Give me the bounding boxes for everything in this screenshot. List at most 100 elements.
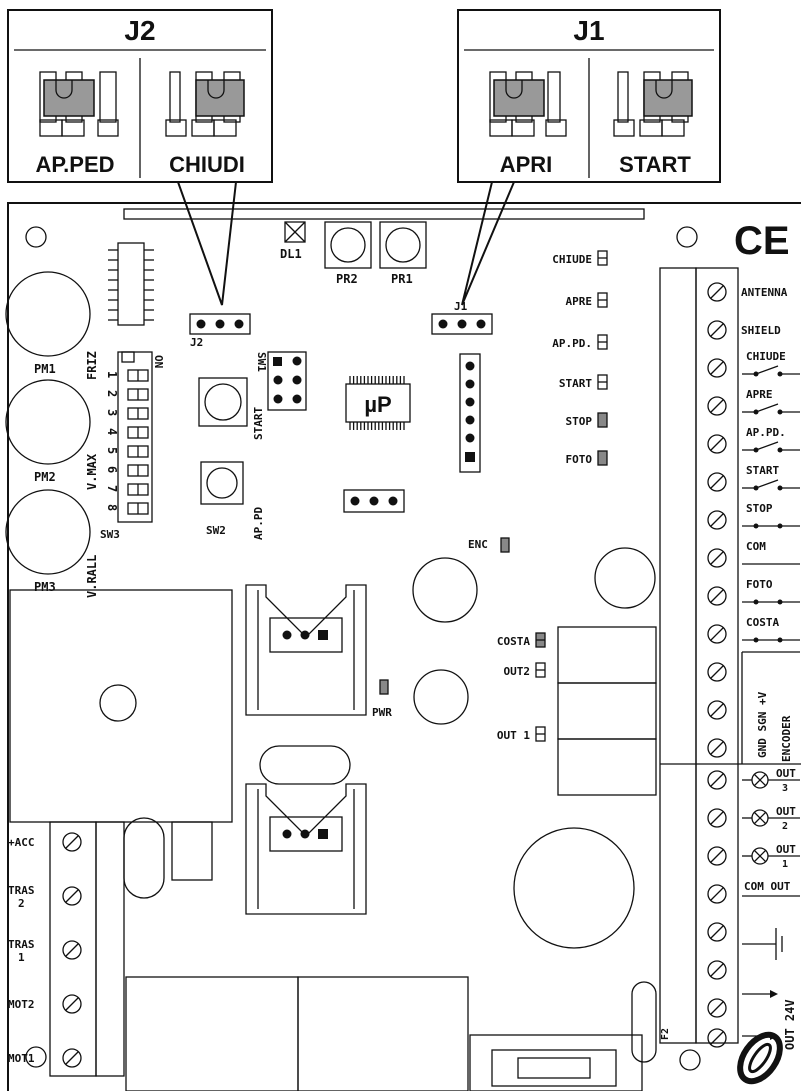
capacitor-big bbox=[513, 827, 635, 949]
j2-board-label: J2 bbox=[190, 336, 203, 349]
vmax-label: V.MAX bbox=[85, 453, 99, 490]
j2-left-jumper-icon bbox=[39, 71, 119, 137]
left-terminal-label: TRAS bbox=[8, 938, 35, 951]
led-label: START bbox=[559, 377, 592, 390]
out-24v-label: OUT 24V bbox=[783, 999, 797, 1050]
right-terminal-label: ANTENNA bbox=[741, 286, 788, 299]
left-terminal-label: MOT1 bbox=[8, 1052, 35, 1065]
output-number: 3 bbox=[782, 783, 788, 794]
left-terminal-label-num: 1 bbox=[18, 951, 25, 964]
sw3-label: SW3 bbox=[100, 528, 120, 541]
sw2-label: SW2 bbox=[206, 524, 226, 537]
vertical-header bbox=[459, 353, 481, 473]
screw-terminal-icon bbox=[707, 884, 727, 904]
pr1-label: PR1 bbox=[391, 272, 413, 286]
j2-right-label: CHIUDI bbox=[169, 152, 245, 177]
j2-left-label: AP.PED bbox=[35, 152, 114, 177]
screw-terminal-icon bbox=[707, 846, 727, 866]
pm1-pot bbox=[5, 271, 91, 357]
triac-2 bbox=[245, 783, 367, 915]
pr2-button: PR2 bbox=[324, 221, 372, 286]
vrall-label: V.RALL bbox=[85, 555, 99, 598]
dip-number: 8 bbox=[105, 504, 119, 511]
right-terminal-label: CHIUDE bbox=[746, 350, 786, 363]
capacitor-1 bbox=[412, 557, 478, 623]
capacitor-3 bbox=[413, 669, 469, 725]
transformer bbox=[9, 589, 233, 823]
dip-number: 5 bbox=[105, 447, 119, 454]
dip-number: 1 bbox=[105, 371, 119, 378]
j1-right-jumper-icon bbox=[613, 71, 693, 137]
enc-label: ENC bbox=[468, 538, 488, 551]
enc-led: ENC bbox=[468, 537, 510, 553]
screw-terminal-icon bbox=[707, 624, 727, 644]
right-terminal-label: STOP bbox=[746, 502, 773, 515]
left-terminal-label: MOT2 bbox=[8, 998, 35, 1011]
mount-hole-tr bbox=[676, 226, 698, 248]
appd-push-button: SW2 AP.PD bbox=[200, 461, 265, 540]
j2-header: J2 bbox=[189, 313, 251, 349]
screw-terminal-icon bbox=[707, 548, 727, 568]
j1-left-jumper-icon bbox=[489, 71, 567, 137]
screw-terminal-icon bbox=[707, 510, 727, 530]
right-terminal-label: AP.PD. bbox=[746, 426, 786, 439]
oval-cap-left bbox=[123, 817, 165, 899]
ic-chip bbox=[108, 242, 154, 326]
dl1-label: DL1 bbox=[280, 247, 302, 261]
left-terminal-label-num: 2 bbox=[18, 897, 25, 910]
sw1-header: SW1 bbox=[255, 351, 307, 411]
encoder-pins-label: GND SGN +V bbox=[756, 691, 769, 758]
mount-hole-tl bbox=[25, 226, 47, 248]
pr2-label: PR2 bbox=[336, 272, 358, 286]
screw-terminal-icon bbox=[707, 282, 727, 302]
screw-terminal-icon bbox=[707, 998, 727, 1018]
dl1-component: DL1 bbox=[280, 221, 306, 261]
j2-right-jumper-icon bbox=[165, 71, 245, 137]
screw-terminal-icon bbox=[707, 320, 727, 340]
left-terminal-label: +ACC bbox=[8, 836, 35, 849]
output-led-label: OUT2 bbox=[504, 665, 531, 678]
screw-terminal-icon bbox=[707, 586, 727, 606]
j2-callout: J2 AP.PED CHIUDI bbox=[7, 9, 273, 306]
output-number: 2 bbox=[782, 821, 788, 832]
com-out-label: COM OUT bbox=[744, 880, 791, 893]
j1-callout: J1 APRI START bbox=[457, 9, 721, 306]
dip-number: 4 bbox=[105, 428, 119, 435]
right-terminal-label: START bbox=[746, 464, 779, 477]
output-label: OUT bbox=[776, 843, 796, 856]
pm1-label: PM1 bbox=[34, 362, 56, 376]
right-terminal-label: APRE bbox=[746, 388, 773, 401]
right-terminal-label: SHIELD bbox=[741, 324, 781, 337]
led-label: CHIUDE bbox=[552, 253, 592, 266]
led-indicator bbox=[597, 450, 608, 466]
relay-bottom-1 bbox=[125, 976, 299, 1091]
led-label: STOP bbox=[566, 415, 593, 428]
pr1-button: PR1 bbox=[379, 221, 427, 286]
pm2-label: PM2 bbox=[34, 470, 56, 484]
appd-button-label: AP.PD bbox=[252, 507, 265, 540]
screw-terminal-icon bbox=[707, 700, 727, 720]
friz-label: FRIZ bbox=[85, 351, 99, 380]
small-block bbox=[171, 821, 213, 881]
pwr-led: PWR bbox=[372, 679, 392, 719]
j1-callout-title: J1 bbox=[573, 15, 604, 46]
capacitor-2 bbox=[594, 547, 656, 609]
screw-terminal-icon bbox=[62, 886, 82, 906]
led-label: FOTO bbox=[566, 453, 593, 466]
fuse-f2: F2 bbox=[469, 1028, 671, 1091]
screw-terminal-icon bbox=[707, 358, 727, 378]
triac-1 bbox=[245, 584, 367, 716]
mount-hole-br bbox=[679, 1049, 701, 1071]
relay-block bbox=[557, 626, 657, 796]
led-label: AP.PD. bbox=[552, 337, 592, 350]
screw-terminal-icon bbox=[707, 808, 727, 828]
screw-terminal-icon bbox=[707, 738, 727, 758]
pm3-pot bbox=[5, 489, 91, 575]
j1-board-label: J1 bbox=[454, 300, 468, 313]
j2-callout-title: J2 bbox=[124, 15, 155, 46]
sw1-label: SW1 bbox=[255, 352, 268, 372]
